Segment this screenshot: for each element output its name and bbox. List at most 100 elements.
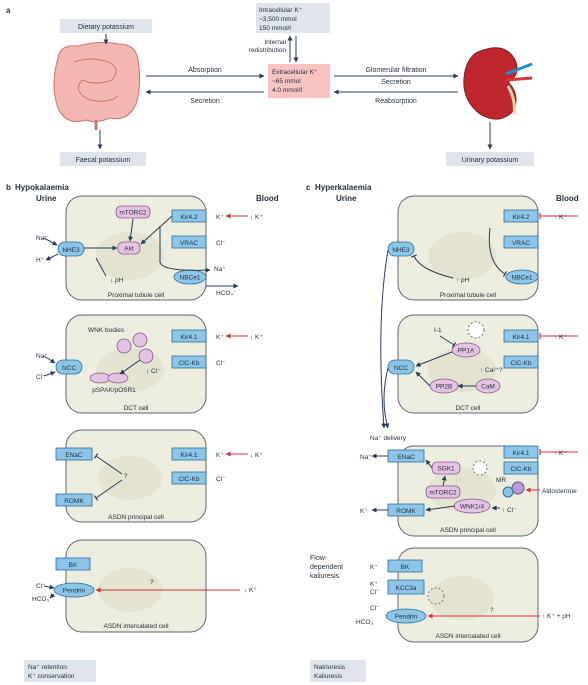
panel-b-urine: Urine [36, 194, 57, 203]
label-panel-b-proximal-low-k: ↓ K⁺ [250, 214, 263, 221]
b-nhe3 [57, 241, 85, 257]
label-panel-c-intercalated-q: ? [490, 607, 494, 614]
label-panel-c-proximal-ph: ↑ pH [456, 277, 470, 284]
faecal-label: Faecal potassium [76, 157, 131, 164]
b-footer-box [24, 660, 96, 682]
label-panel-c-principal-high-k: ↑ K⁺ [554, 450, 567, 457]
label-panel-b-proximal-akt: Akt [124, 246, 134, 253]
label-panel-c-principal-na: Na⁺ [360, 454, 372, 461]
b-bk [55, 557, 91, 571]
label-panel-c-dct-cam: CaM [481, 384, 495, 391]
label-panel-c-proximal-nhe3: NHE3 [392, 247, 410, 254]
intracellular-box [256, 3, 330, 33]
label-panel-b-dct-wnk: WNK bodies [88, 327, 125, 334]
label-panel-c-proximal-kir: Kir4.2 [513, 214, 530, 221]
label-panel-c-proximal-cell: Proximal tubule cell [440, 292, 497, 299]
b-clckb-p [171, 471, 207, 485]
absorption-label: Absorption [188, 67, 222, 74]
extracellular-line-1: Extracellular K⁺ [272, 69, 318, 76]
c-nhe3 [387, 241, 415, 257]
label-panel-c-principal-sgk1: SGK1 [437, 466, 455, 473]
panel-a-letter: a [6, 6, 11, 15]
label-panel-b-footer-1: K⁺ conservation [28, 673, 75, 680]
panel-b-blood: Blood [256, 194, 279, 203]
extracellular-line-2: ~65 mmol [272, 78, 301, 85]
label-panel-c-footer-1: Kaliuresis [314, 673, 343, 680]
label-panel-b-dct-clc: ClC-Kb [179, 360, 200, 367]
label-panel-c-dct-i1: I-1 [434, 327, 442, 334]
c-kir41 [503, 329, 539, 343]
label-panel-b-dct-ncc: NCC [62, 365, 76, 372]
label-panel-c-intercalated-cell: ASDN intercalated cell [435, 633, 501, 640]
urinary-box [446, 152, 534, 166]
label-panel-c-proximal-nbce1: NBCe1 [512, 275, 533, 282]
label-panel-c-dct-ncc: NCC [394, 365, 408, 372]
extracellular-box [268, 64, 330, 98]
label-panel-c-principal-wnk: WNK1/4 [460, 504, 485, 511]
panel-c-blood: Blood [556, 194, 579, 203]
b-kir41-p [171, 447, 207, 461]
label-panel-c-principal-cl: ↑ Cl⁻ [502, 507, 517, 514]
c-nbce1 [505, 269, 539, 285]
label-panel-c-principal-mtorc2: mTORC2 [429, 490, 457, 497]
label-panel-b-principal-kir: Kir4.1 [181, 452, 198, 459]
label-panel-b-dct-cl-in: Cl⁻ [36, 374, 46, 381]
label-panel-c-intercalated-cl2: Cl⁻ [370, 605, 380, 612]
label-panel-c-proximal-high-k: ↑ K⁺ [554, 214, 567, 221]
label-panel-b-intercalated-hco3: HCO₃ [32, 596, 49, 603]
secretion-right-label: Secretion [381, 79, 411, 86]
kidney-icon [463, 47, 533, 120]
label-panel-c-principal-clc: ClC-Kb [511, 466, 532, 473]
label-panel-c-intercalated-pendrin: Pendrin [395, 614, 418, 621]
label-panel-c-intercalated-high-k-ph: ↑ K⁺ + pH [542, 613, 571, 620]
label-panel-b-principal-clc: ClC-Kb [179, 476, 200, 483]
c-kir42 [503, 209, 539, 223]
label-panel-b-intercalated-cell: ASDN intercalated cell [103, 623, 169, 630]
label-panel-c-dct-kir: Kir4.1 [513, 334, 530, 341]
label-panel-c-dct-ca: ↑ Ca²⁺? [480, 367, 503, 374]
panel-c-title: Hyperkalaemia [315, 183, 372, 192]
label-panel-b-dct-low-k: ↓ K⁺ [250, 334, 263, 341]
label-panel-b-proximal-nhe3: NHE3 [62, 247, 80, 254]
b-vrac [171, 235, 207, 249]
intracellular-line-1: Intracellular K⁺ [259, 7, 303, 14]
label-panel-b-proximal-k-out: K⁺ [216, 214, 224, 221]
label-panel-c-intercalated-k1: K⁺ [370, 564, 378, 571]
label-panel-b-proximal-cell: Proximal tubule cell [108, 292, 165, 299]
label-panel-c-footer-0: Natriuresis [314, 664, 346, 671]
label-panel-c-principal-kir: Kir4.1 [513, 450, 530, 457]
c-pp1a [451, 342, 481, 358]
panel-c-urine: Urine [336, 194, 357, 203]
dietary-label: Dietary potassium [78, 24, 134, 31]
b-mtorc2 [115, 205, 151, 219]
label-panel-b-principal-low-k: ↓ K⁺ [250, 452, 263, 459]
label-panel-b-proximal-na-in: Na⁺ [36, 235, 48, 242]
label-panel-c-na-delivery: Na⁺ delivery [370, 435, 407, 442]
label-panel-b-proximal-ph: ↓ pH [110, 277, 124, 284]
label-panel-b-principal-cell: ASDN principal cell [108, 514, 164, 521]
label-panel-c-intercalated-flow-2: kaliuresis [310, 573, 340, 580]
panel-b-letter: b [6, 183, 11, 192]
label-panel-c-principal-romk: ROMK [396, 508, 416, 515]
label-panel-c-dct-high-k: ↑ K⁺ [554, 334, 567, 341]
label-panel-b-footer-0: Na⁺ retention [28, 664, 67, 671]
label-panel-c-intercalated-cl1: Cl⁻ [370, 589, 380, 596]
panel-b-title: Hypokalaemia [15, 183, 69, 192]
label-panel-b-proximal-cl-out: Cl⁻ [216, 240, 226, 247]
c-phosphatase-inactive [467, 321, 485, 339]
label-panel-b-principal-q: ? [124, 473, 128, 480]
label-panel-c-dct-cell: DCT cell [456, 405, 481, 412]
b-ncc [55, 359, 83, 375]
label-panel-b-dct-cl-inner: ↓ Cl⁻ [146, 368, 161, 375]
label-panel-c-proximal-vrac: VRAC [512, 240, 530, 247]
label-panel-b-dct-k-out: K⁺ [216, 334, 224, 341]
c-clckb-p [503, 461, 539, 475]
label-panel-b-intercalated-bk: BK [69, 562, 78, 569]
c-ncc [387, 359, 415, 375]
intracellular-line-2: ~3,500 mmol [259, 16, 297, 23]
label-panel-c-dct-pp1a: PP1A [458, 348, 475, 355]
label-panel-c-intercalated-bk: BK [401, 564, 410, 571]
faecal-box [60, 152, 146, 166]
label-panel-c-principal-k: K⁺ [360, 508, 368, 515]
